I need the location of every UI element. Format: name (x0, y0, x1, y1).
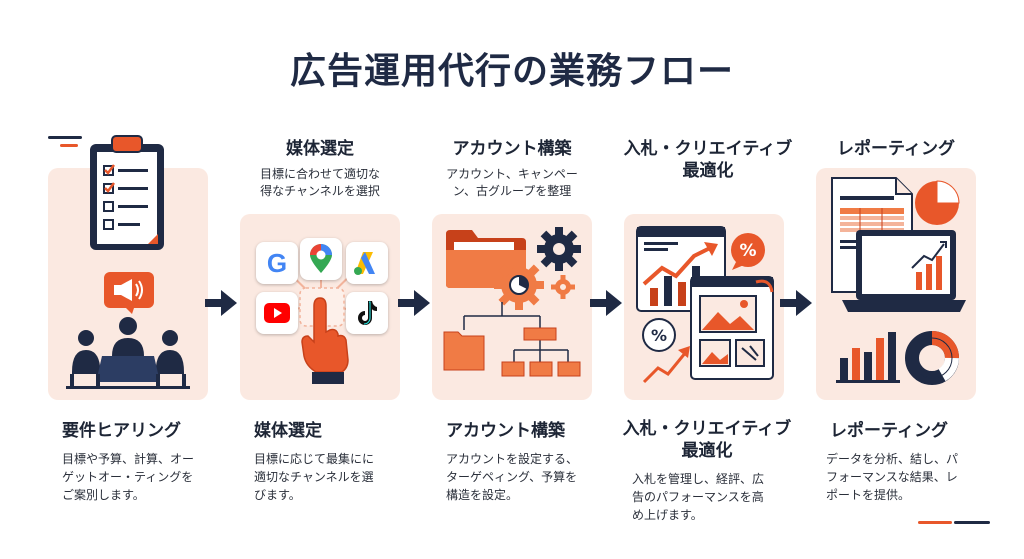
decor-line (48, 136, 82, 139)
step3-top-description: アカウント、キャンペーン、古グループを整理 (446, 167, 578, 198)
step2-top-description: 目標に合わせて適切な得なチャンネルを選択 (259, 167, 380, 198)
step4-top-label: 入札・クリエイティブ最適化 (623, 139, 793, 181)
flow-arrow-icon (205, 290, 237, 316)
page-title: 広告運用代行の業務フロー (289, 51, 734, 92)
step5-top-label: レポーティング (837, 139, 955, 159)
step4-description: 入札を管理し、経評、広告のパフォーマンスを高め上げます。 (632, 472, 765, 522)
google-maps-icon (300, 238, 342, 280)
google-ads-icon (346, 242, 388, 284)
step5-description: データを分析、結し、パフォーマンスな結果、レポートを提供。 (826, 452, 959, 502)
donut-chart-icon (905, 331, 959, 385)
step2-heading: 媒体選定 (254, 421, 322, 441)
percent-badge-icon: % (642, 318, 676, 352)
step1-heading: 要件ヒアリング (62, 421, 181, 441)
tiktok-icon (346, 292, 388, 334)
flow-arrow-icon (398, 290, 430, 316)
decor-line (918, 521, 952, 524)
step3-top-label: アカウント構築 (452, 139, 572, 159)
meeting-people-icon (66, 317, 190, 389)
svg-text:%: % (739, 241, 756, 261)
step1-description: 目標や予算、計算、オーゲットオー・ティングをご案別します。 (62, 452, 195, 502)
image-window-icon (690, 276, 774, 380)
gear-icon (537, 227, 581, 271)
flow-arrow-icon (780, 290, 812, 316)
step2-top-label: 媒体選定 (286, 139, 354, 159)
megaphone-icon (104, 272, 154, 314)
decor-line (954, 521, 990, 524)
small-gear-icon (551, 275, 575, 299)
flow-arrow-icon (590, 290, 622, 316)
step4-heading: 入札・クリエイティブ最適化 (622, 419, 792, 461)
step3-heading: アカウント構築 (446, 421, 565, 441)
svg-text:%: % (651, 326, 667, 345)
percent-badge-icon: % (731, 233, 765, 270)
pie-chart-icon (915, 180, 960, 225)
step5-heading: レポーティング (830, 421, 948, 441)
pointing-hand-icon (299, 287, 349, 384)
step3-description: アカウントを設定する、ターゲペィング、予算を構造を設定。 (446, 452, 579, 502)
laptop-chart-icon (842, 230, 966, 312)
trend-arrow-icon (642, 346, 690, 384)
google-icon: G (256, 242, 298, 284)
hierarchy-icon (443, 302, 581, 377)
clipboard-checklist-icon (90, 135, 164, 250)
decor-line (60, 144, 78, 147)
youtube-icon (256, 292, 298, 334)
step2-description: 目標に応じて最集にに適切なチャンネルを選びます。 (254, 452, 375, 502)
bar-chart-icon (836, 332, 900, 383)
